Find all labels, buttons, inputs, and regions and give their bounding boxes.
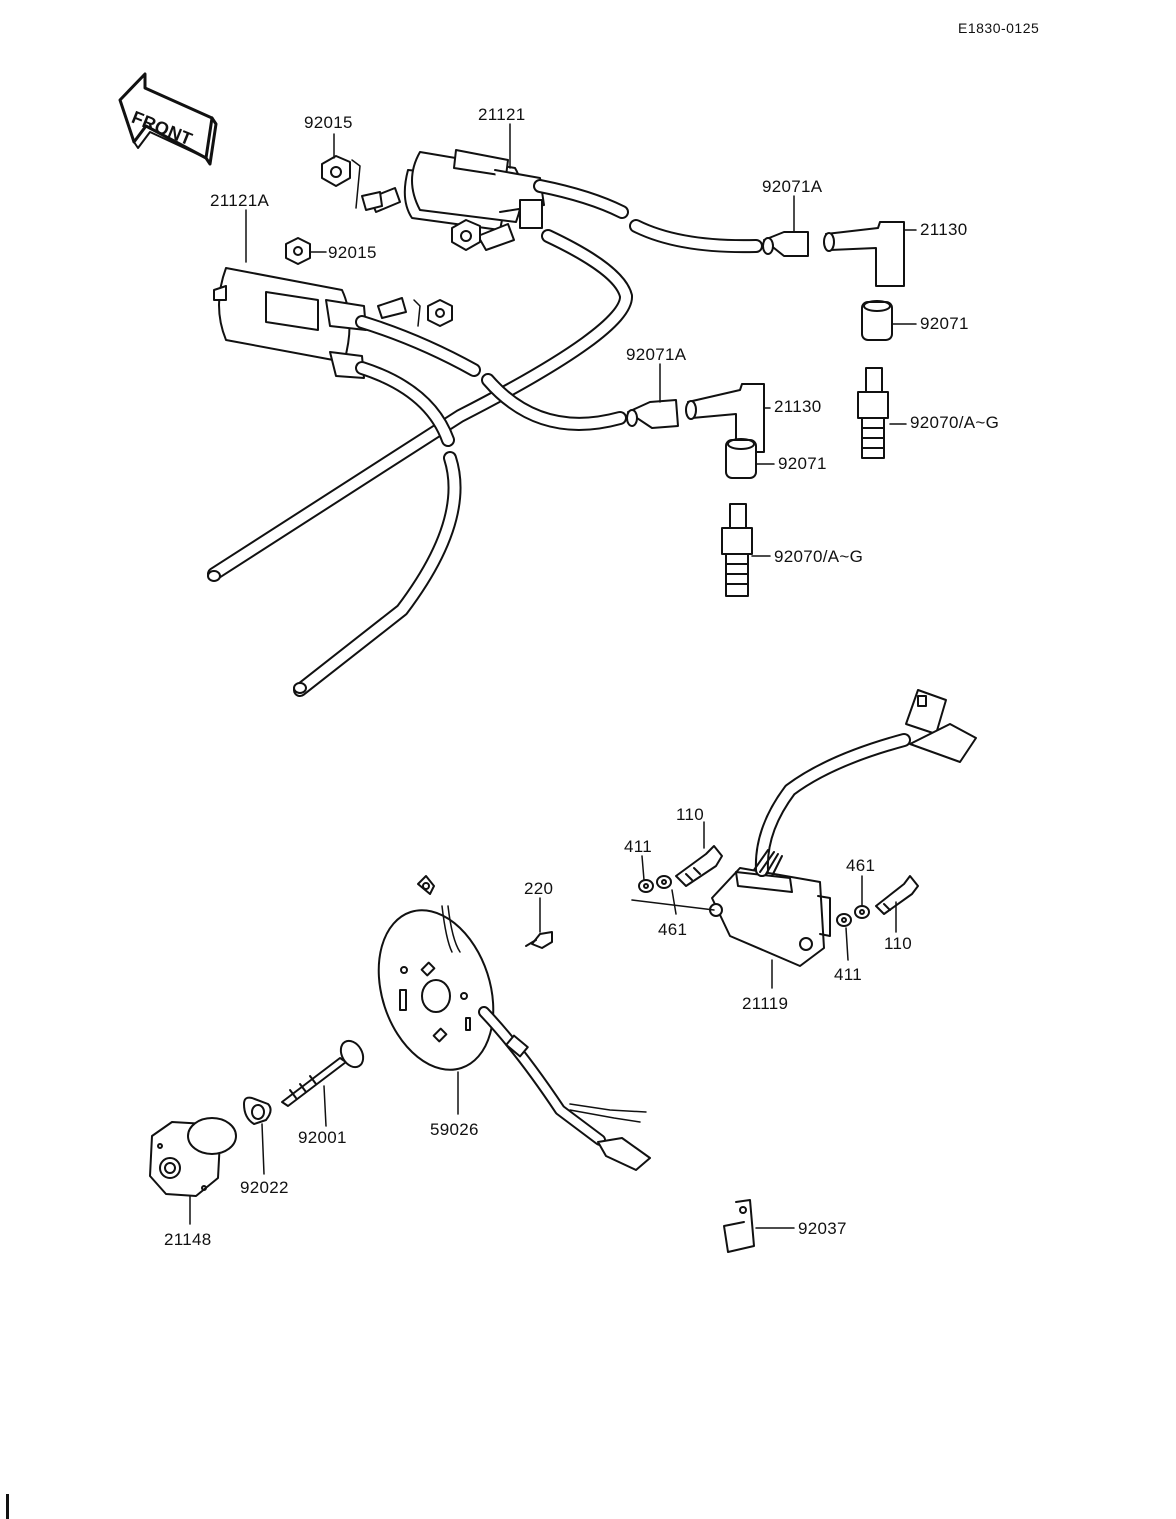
ht-lead-3 [355,315,627,431]
label-411-right: 411 [834,965,863,984]
label-92070-lower: 92070/A~G [774,547,864,566]
boot-lower [725,438,757,479]
label-411-left: 411 [624,837,653,856]
nut-icon-middle [451,219,481,251]
label-21148: 21148 [164,1230,212,1249]
boot-upper [861,300,893,341]
igniter-unit [709,867,831,967]
front-arrow-icon [118,72,218,166]
label-461-right: 461 [846,856,876,875]
plug-cap-lower [685,383,765,453]
spark-plug-upper [857,367,889,459]
label-21130-lower: 21130 [774,397,822,416]
cap-boot-a-upper [762,231,809,257]
cap-boot-a-lower [626,399,679,429]
connector-upper-icon [905,689,947,735]
diagram-code: E1830-0125 [958,20,1040,36]
nut-icon-upper [321,155,351,187]
margin-mark [6,1494,9,1519]
spacer-92022 [243,1096,272,1125]
label-92070-upper: 92070/A~G [910,413,1000,432]
label-110-right: 110 [884,934,913,953]
label-21119: 21119 [742,994,789,1013]
label-92022: 92022 [240,1178,289,1197]
nut-icon-small [427,299,453,327]
spark-plug-lower [721,503,753,597]
bolt-right [875,875,919,915]
label-21121: 21121 [478,105,526,124]
label-92015-upper: 92015 [304,113,353,132]
label-59026: 59026 [430,1120,479,1139]
label-461-left: 461 [658,920,688,939]
label-92001: 92001 [298,1128,347,1147]
washer-left-411 [638,879,654,893]
ht-lead-1 [533,179,763,254]
washer-right-411 [836,913,852,927]
label-92071a-upper: 92071A [762,177,823,196]
long-bolt-92001 [281,1039,365,1107]
ht-lead-4 [293,361,462,697]
label-92015-lower: 92015 [328,243,377,262]
clamp-92037 [723,1199,755,1253]
ignition-coil-lower [213,267,407,379]
label-92071-upper: 92071 [920,314,969,333]
label-92071a-lower: 92071A [626,345,687,364]
label-21130-upper: 21130 [920,220,968,239]
label-21121a: 21121A [210,191,270,210]
plug-cap-upper [823,221,905,287]
advancer-21148 [149,1117,237,1197]
ht-lead-2 [207,229,633,582]
igniter-harness [753,733,911,877]
nut-icon-lower [285,237,311,265]
label-92037: 92037 [798,1219,847,1238]
ignition-coil-upper [361,149,545,251]
screw-220 [525,931,553,949]
label-110-left: 110 [676,805,705,824]
pickup-harness [417,875,651,1171]
bolt-left [675,845,723,887]
washer-right-461 [854,905,870,919]
label-220: 220 [524,879,554,898]
label-92071-lower: 92071 [778,454,827,473]
leader-lines [189,123,917,1229]
pickup-coil-plate [377,909,495,1071]
washer-left-461 [656,875,672,889]
connector-lower-icon [909,723,977,763]
